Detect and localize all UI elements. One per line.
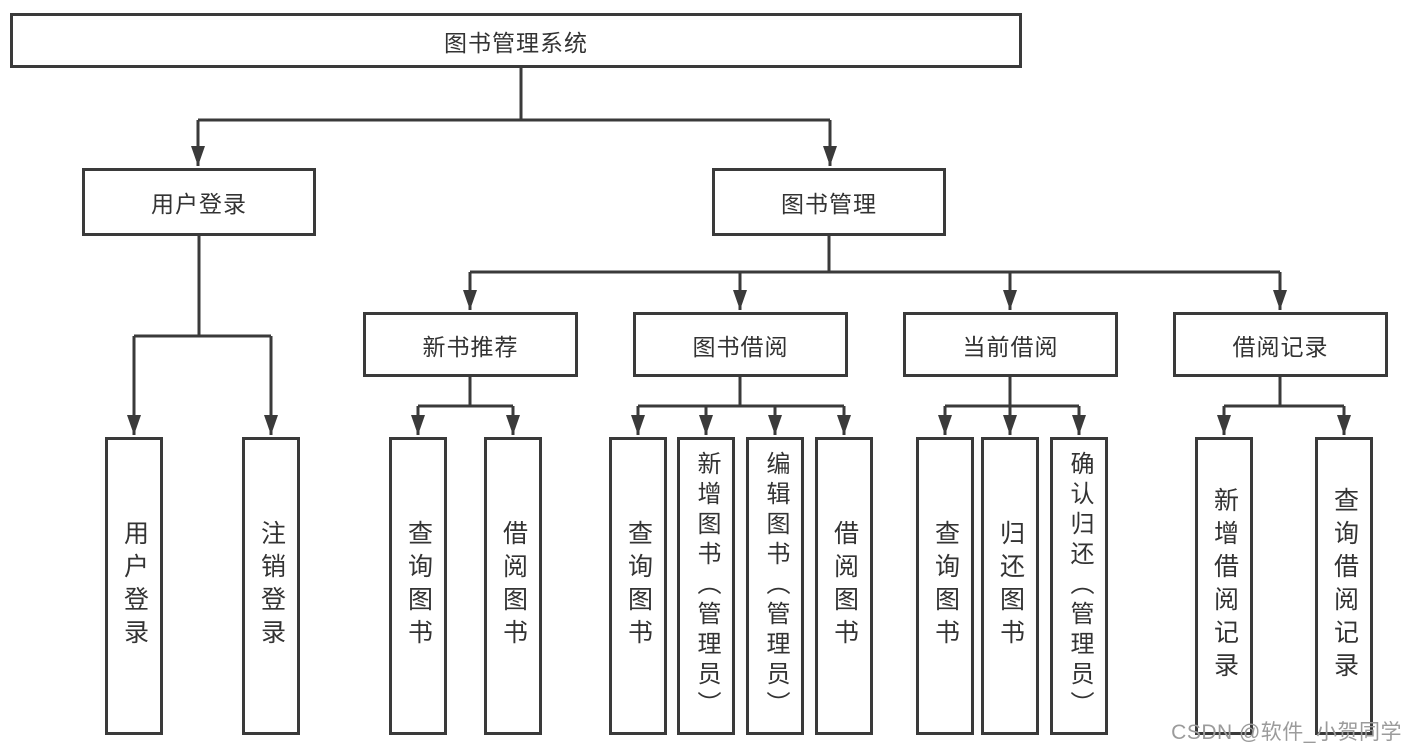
leaf-query-book-2-label: 查询图书 bbox=[624, 520, 653, 652]
node-current-borrow-label: 当前借阅 bbox=[962, 333, 1059, 360]
leaf-add-book-admin: 新增图书（管理员） bbox=[677, 437, 735, 735]
leaf-query-book-3-label: 查询图书 bbox=[931, 520, 960, 652]
node-book-borrow-label: 图书借阅 bbox=[692, 333, 789, 360]
leaf-borrow-book-1: 借阅图书 bbox=[484, 437, 542, 735]
connector-user-login-children bbox=[127, 236, 278, 435]
connector-current-borrow-children bbox=[938, 377, 1086, 435]
leaf-borrow-book-2-label: 借阅图书 bbox=[830, 520, 859, 652]
leaf-return-book: 归还图书 bbox=[981, 437, 1039, 735]
watermark-text: CSDN @软件_小贺同学 bbox=[1171, 721, 1402, 744]
leaf-edit-book-admin: 编辑图书（管理员） bbox=[746, 437, 804, 735]
node-new-book-recommend-label: 新书推荐 bbox=[422, 333, 519, 360]
node-book-management-label: 图书管理 bbox=[781, 191, 877, 217]
node-borrow-records: 借阅记录 bbox=[1173, 312, 1388, 377]
node-borrow-records-label: 借阅记录 bbox=[1232, 333, 1329, 360]
node-current-borrow: 当前借阅 bbox=[903, 312, 1118, 377]
leaf-add-borrow-record: 新增借阅记录 bbox=[1195, 437, 1253, 735]
leaf-logout-label: 注销登录 bbox=[257, 520, 286, 652]
leaf-add-book-admin-label: 新增图书（管理员） bbox=[693, 451, 720, 721]
leaf-query-book-1-label: 查询图书 bbox=[404, 520, 433, 652]
node-new-book-recommend: 新书推荐 bbox=[363, 312, 578, 377]
node-book-management: 图书管理 bbox=[712, 168, 946, 236]
node-user-login-label: 用户登录 bbox=[151, 191, 247, 217]
leaf-user-login: 用户登录 bbox=[105, 437, 163, 735]
leaf-query-book-2: 查询图书 bbox=[609, 437, 667, 735]
leaf-add-borrow-record-label: 新增借阅记录 bbox=[1210, 487, 1239, 685]
leaf-confirm-return-admin-label: 确认归还（管理员） bbox=[1066, 451, 1093, 721]
leaf-query-borrow-record-label: 查询借阅记录 bbox=[1330, 487, 1359, 685]
node-library-management-system: 图书管理系统 bbox=[10, 13, 1022, 68]
leaf-query-book-1: 查询图书 bbox=[389, 437, 447, 735]
leaf-query-borrow-record: 查询借阅记录 bbox=[1315, 437, 1373, 735]
leaf-confirm-return-admin: 确认归还（管理员） bbox=[1050, 437, 1108, 735]
leaf-borrow-book-1-label: 借阅图书 bbox=[499, 520, 528, 652]
connector-book-borrow-children bbox=[631, 377, 851, 435]
connector-borrow-records-children bbox=[1217, 377, 1351, 435]
connector-root-to-level2 bbox=[191, 67, 837, 166]
node-book-borrow: 图书借阅 bbox=[633, 312, 848, 377]
leaf-query-book-3: 查询图书 bbox=[916, 437, 974, 735]
leaf-borrow-book-2: 借阅图书 bbox=[815, 437, 873, 735]
connector-new-book-recommend-children bbox=[411, 377, 520, 435]
node-library-management-system-label: 图书管理系统 bbox=[444, 29, 588, 56]
node-user-login: 用户登录 bbox=[82, 168, 316, 236]
leaf-logout: 注销登录 bbox=[242, 437, 300, 735]
leaf-edit-book-admin-label: 编辑图书（管理员） bbox=[762, 451, 789, 721]
leaf-return-book-label: 归还图书 bbox=[996, 520, 1025, 652]
connector-book-management-children bbox=[463, 236, 1287, 310]
leaf-user-login-label: 用户登录 bbox=[120, 520, 149, 652]
